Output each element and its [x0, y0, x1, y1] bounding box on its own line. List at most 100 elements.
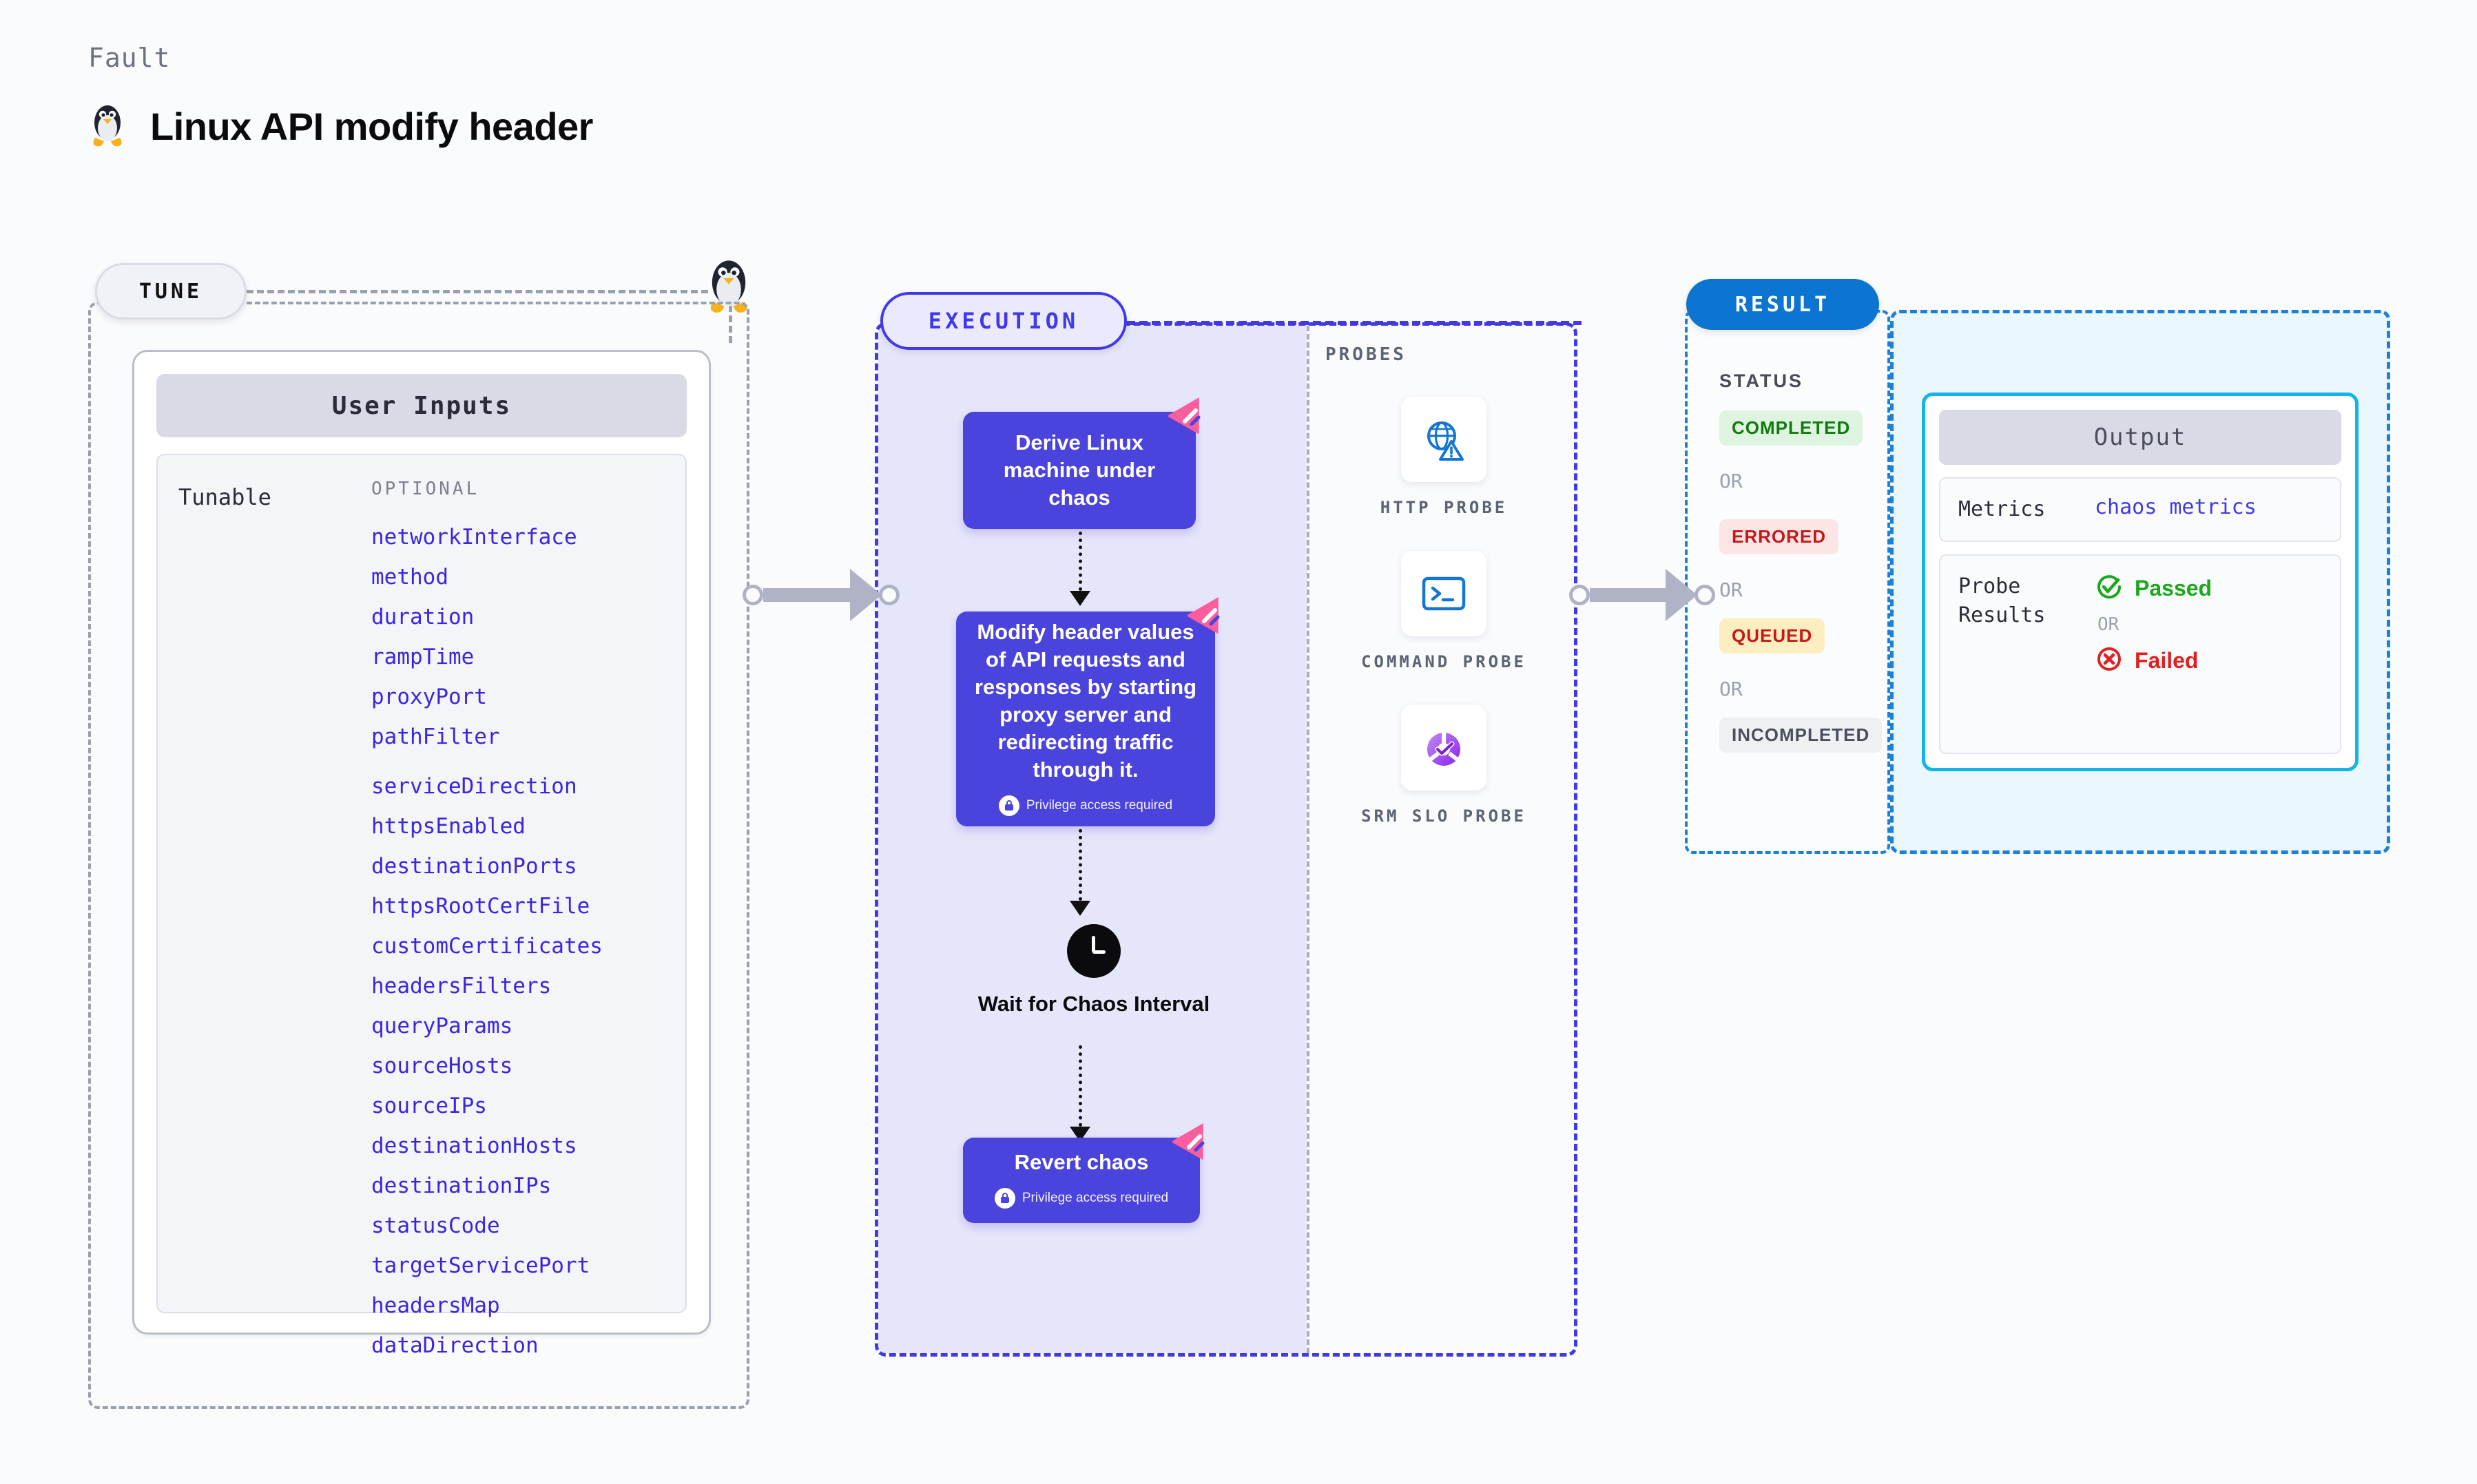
execution-node-revert-chaos[interactable]: Revert chaos Privilege access required	[963, 1123, 1205, 1223]
param-headersMap[interactable]: headersMap	[371, 1293, 500, 1318]
connector-end-dot	[1694, 585, 1715, 605]
flow-arrow-1	[1070, 532, 1090, 606]
passed-label: Passed	[2135, 576, 2212, 600]
eyebrow-label: Fault	[88, 43, 171, 73]
optional-params-column: OPTIONAL networkInterface method duratio…	[371, 479, 665, 1358]
check-circle-icon	[2095, 572, 2124, 605]
probe-results-key: Probe Results	[1958, 574, 2046, 627]
page-header: Fault Linux API modify header	[88, 43, 593, 151]
param-dataDirection[interactable]: dataDirection	[371, 1333, 539, 1358]
execution-node-label: Revert chaos	[1014, 1150, 1149, 1174]
arrow-tip	[1070, 901, 1090, 916]
execution-node-modify-header[interactable]: Modify header values of API requests and…	[956, 597, 1220, 826]
failed-label: Failed	[2135, 648, 2199, 673]
param-httpsRootCertFile[interactable]: httpsRootCertFile	[371, 894, 590, 919]
param-customCertificates[interactable]: customCertificates	[371, 934, 603, 959]
connector-line	[763, 588, 851, 602]
status-or-1: OR	[1719, 470, 1743, 492]
execution-node-derive-machine[interactable]: Derive Linux machine under chaos	[963, 397, 1201, 529]
wait-for-chaos-interval: Wait for Chaos Interval	[963, 924, 1225, 1018]
probe-srm-slo[interactable]: SRM SLO PROBE	[1320, 705, 1568, 828]
linux-penguin-connector-icon	[704, 256, 754, 317]
param-httpsEnabled[interactable]: httpsEnabled	[371, 814, 526, 839]
connector-start-dot	[743, 585, 763, 605]
param-serviceDirection[interactable]: serviceDirection	[371, 774, 577, 799]
arrow-tip	[1070, 591, 1090, 606]
lock-icon	[994, 1188, 1015, 1209]
output-row-metrics: Metrics chaos metrics	[1939, 477, 2341, 542]
param-targetServicePort[interactable]: targetServicePort	[371, 1253, 590, 1278]
arrow-line	[1078, 1045, 1082, 1127]
connector-arrowhead	[850, 569, 882, 621]
param-sourceHosts[interactable]: sourceHosts	[371, 1054, 513, 1078]
status-or-3: OR	[1719, 678, 1743, 700]
connector-line	[1590, 588, 1667, 602]
wait-label: Wait for Chaos Interval	[977, 992, 1210, 1016]
user-inputs-card: User Inputs Tunable OPTIONAL networkInte…	[132, 350, 711, 1358]
execution-node-label: Derive Linux machine under chaos	[1003, 430, 1156, 510]
param-pathFilter[interactable]: pathFilter	[371, 724, 500, 749]
tune-dashed-stub	[729, 295, 732, 343]
metrics-value[interactable]: chaos metrics	[2095, 495, 2257, 519]
probe-result-passed: Passed	[2095, 572, 2212, 605]
status-label: STATUS	[1719, 370, 1803, 391]
param-sourceIPs[interactable]: sourceIPs	[371, 1094, 487, 1118]
param-statusCode[interactable]: statusCode	[371, 1213, 500, 1238]
arrow-line	[1078, 532, 1082, 591]
execution-node-label: Modify header values of API requests and…	[974, 620, 1197, 782]
connector-tune-to-execution	[743, 569, 900, 621]
param-proxyPort[interactable]: proxyPort	[371, 684, 487, 709]
result-stage-pill[interactable]: RESULT	[1686, 279, 1879, 330]
param-rampTime[interactable]: rampTime	[371, 645, 475, 669]
output-row-probe-results: Probe Results Passed OR	[1939, 554, 2341, 754]
globe-warning-icon	[1401, 397, 1486, 482]
probes-column: PROBES HTTP PROBE COMMAND PROBE	[1320, 344, 1568, 828]
param-queryParams[interactable]: queryParams	[371, 1014, 513, 1038]
param-destinationPorts[interactable]: destinationPorts	[371, 854, 577, 879]
flow-arrow-3	[1070, 1045, 1090, 1142]
param-destinationHosts[interactable]: destinationHosts	[371, 1133, 577, 1158]
param-destinationIPs[interactable]: destinationIPs	[371, 1173, 552, 1198]
execution-stage-pill[interactable]: EXECUTION	[880, 292, 1127, 350]
param-method[interactable]: method	[371, 565, 448, 589]
flow-arrow-2	[1070, 829, 1090, 916]
param-duration[interactable]: duration	[371, 605, 475, 629]
connector-execution-to-result	[1569, 569, 1715, 621]
probes-title: PROBES	[1325, 344, 1407, 365]
output-card: Output Metrics chaos metrics Probe Resul…	[1922, 393, 2359, 771]
tune-stage-pill[interactable]: TUNE	[95, 263, 247, 320]
page-title: Linux API modify header	[150, 105, 593, 148]
probe-label: HTTP PROBE	[1380, 498, 1508, 517]
probe-results-values: Passed OR Failed	[2095, 572, 2212, 736]
probe-label: COMMAND PROBE	[1361, 652, 1526, 671]
status-badge-incompleted: INCOMPLETED	[1719, 718, 1883, 753]
probe-result-failed: Failed	[2095, 645, 2212, 677]
output-title: Output	[1939, 410, 2341, 465]
status-badge-queued: QUEUED	[1719, 618, 1825, 654]
tune-dashed-line	[247, 290, 708, 293]
probe-http[interactable]: HTTP PROBE	[1320, 397, 1568, 519]
param-networkInterface[interactable]: networkInterface	[371, 525, 577, 550]
tunable-group-label: Tunable	[178, 484, 271, 510]
connector-end-dot	[879, 585, 900, 605]
connector-start-dot	[1569, 585, 1590, 605]
status-or-2: OR	[1719, 578, 1743, 601]
probe-command[interactable]: COMMAND PROBE	[1320, 551, 1568, 673]
optional-label: OPTIONAL	[371, 479, 480, 499]
privilege-text: Privilege access required	[1022, 1191, 1169, 1205]
x-circle-icon	[2095, 645, 2124, 677]
tune-panel: User Inputs Tunable OPTIONAL networkInte…	[88, 302, 749, 1409]
privilege-note: Privilege access required	[994, 1184, 1169, 1212]
status-badge-errored: ERRORED	[1719, 519, 1839, 554]
user-inputs-title: User Inputs	[156, 374, 687, 437]
user-inputs-body: Tunable OPTIONAL networkInterface method…	[156, 454, 687, 1358]
status-badge-completed: COMPLETED	[1719, 410, 1863, 446]
probe-result-or: OR	[2097, 614, 2120, 635]
param-headersFilters[interactable]: headersFilters	[371, 974, 552, 999]
probes-divider	[1307, 326, 1309, 1353]
result-status-panel	[1685, 310, 1890, 854]
arrow-line	[1078, 829, 1082, 901]
slo-donut-check-icon	[1401, 705, 1486, 791]
connector-arrowhead	[1666, 569, 1697, 621]
privilege-note: Privilege access required	[998, 792, 1172, 819]
